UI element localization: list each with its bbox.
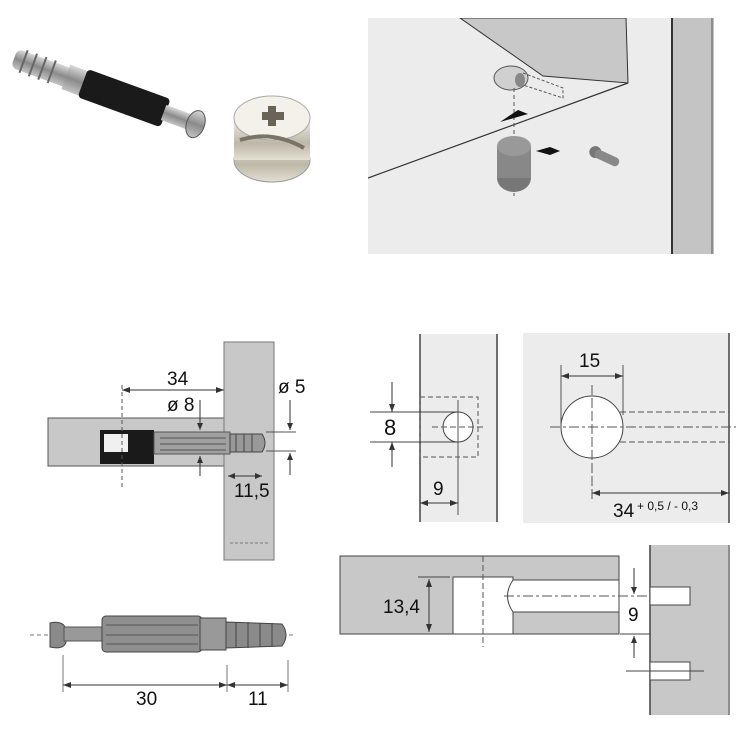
dim-distance-label: 34: [613, 501, 635, 522]
cam-lock-nut-icon: [233, 95, 311, 183]
dim-thread-label: 11: [248, 689, 268, 710]
bolt-profile-diagram: 30 11: [20, 590, 320, 720]
side-section-diagram: 34 ø 8 ø 5 11,5: [0, 330, 340, 570]
dim-offset-label: 9: [628, 605, 639, 626]
dim-bolt-diameter-label: ø 8: [167, 395, 195, 416]
face-view-diagram: 15 34 + 0,5 / - 0,3: [520, 330, 736, 526]
cross-section-diagram: 13,4 9: [330, 540, 736, 736]
edge-view-diagram: 8 9: [360, 320, 510, 530]
dim-tolerance-label: + 0,5 / - 0,3: [637, 499, 699, 513]
assembly-illustration: [368, 18, 714, 254]
dim-edge-offset-label: 9: [433, 479, 444, 500]
dim-thread-diameter-label: ø 5: [278, 377, 306, 398]
arrow-up-icon: [500, 110, 528, 122]
dim-cam-diameter-label: 15: [579, 351, 601, 372]
dim-thread-depth-label: 11,5: [234, 481, 270, 502]
product-photo: [0, 0, 360, 260]
small-bolt-icon: [589, 146, 620, 167]
connecting-bolt-icon: [12, 49, 206, 139]
dim-depth-label: 13,4: [383, 597, 420, 618]
dim-length-label: 34: [167, 369, 189, 390]
arrow-left-icon: [536, 147, 560, 155]
dim-hole-diameter-label: 8: [384, 415, 397, 440]
dim-shank-label: 30: [136, 689, 158, 710]
